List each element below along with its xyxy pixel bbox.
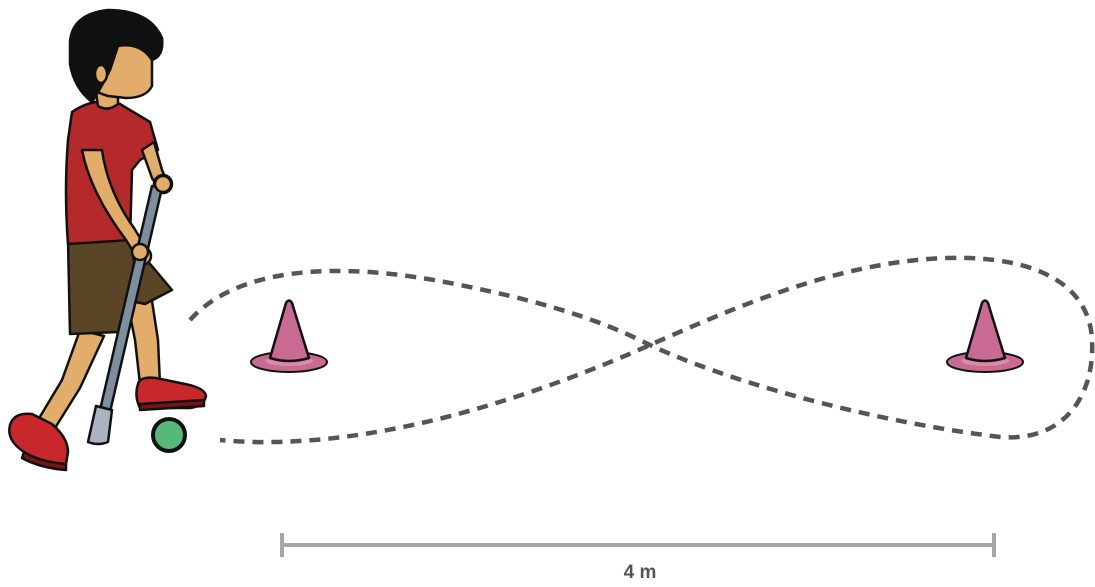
distance-label: 4 m	[623, 562, 657, 583]
figure-eight-path	[188, 255, 1095, 445]
left-cone	[250, 299, 328, 373]
distance-scale-bar	[280, 533, 996, 557]
ball	[151, 417, 187, 453]
player-figure	[8, 8, 208, 472]
hockey-stick	[86, 174, 173, 446]
right-cone	[946, 299, 1024, 373]
